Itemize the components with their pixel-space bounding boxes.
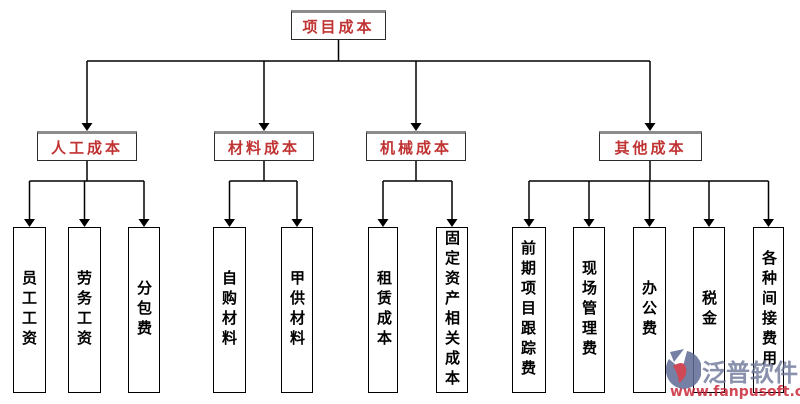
leaf-office-fee: 办公费 [633, 227, 666, 393]
leaf-employee-wages: 员工工资 [13, 227, 46, 393]
node-project-cost: 项目成本 [291, 10, 386, 40]
leaf-labor-service-wages: 劳务工资 [68, 227, 101, 393]
leaf-misc-indirect-costs: 各种间接费用 [753, 227, 784, 393]
node-labor-cost: 人工成本 [37, 131, 137, 161]
leaf-fixed-asset-related-cost: 固定资产相关成本 [436, 227, 468, 393]
leaf-rental-cost: 租赁成本 [368, 227, 398, 393]
node-material-cost: 材料成本 [214, 131, 314, 161]
leaf-site-management-fee: 现场管理费 [573, 227, 605, 393]
leaf-early-project-tracking-fee: 前期项目跟踪费 [512, 227, 546, 393]
leaf-owner-supplied-materials: 甲供材料 [281, 227, 313, 393]
leaf-subcontract-fee: 分包费 [128, 227, 160, 393]
leaf-tax: 税金 [693, 227, 725, 393]
node-other-cost: 其他成本 [599, 131, 702, 161]
node-machinery-cost: 机械成本 [366, 131, 466, 161]
leaf-self-purchased-materials: 自购材料 [213, 227, 246, 393]
